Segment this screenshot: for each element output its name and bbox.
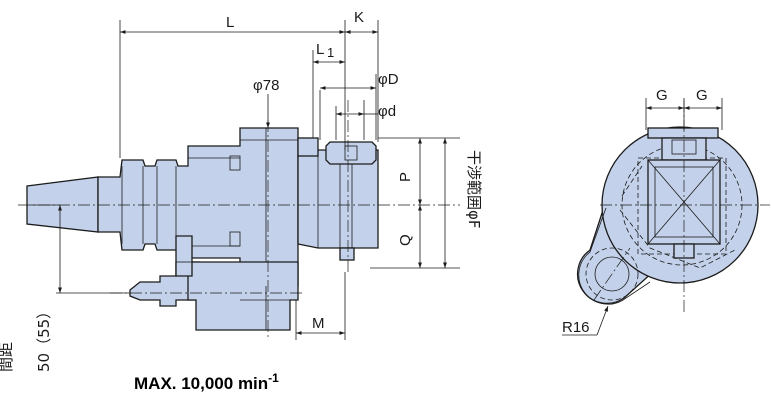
side-view: L K L 1 φ78 φD φd P Q 干渉範囲φF (0, 9, 483, 393)
interference-range-label: 干渉範囲φF (465, 150, 483, 229)
dim-P-label: P (397, 172, 414, 182)
dim-L-label: L (226, 14, 234, 31)
center-distance-label: 間距 (0, 342, 15, 372)
center-distance-value: 50（55） (35, 304, 53, 372)
dim-Q-label: Q (397, 234, 414, 246)
dim-M-label: M (312, 315, 325, 332)
dim-L1-label: L (316, 41, 324, 58)
dim-phid-label: φd (378, 103, 396, 120)
dim-phiD-label: φD (378, 71, 399, 88)
max-speed-text: MAX. 10,000 min-1 (134, 371, 279, 393)
taper-shank (26, 176, 99, 233)
dim-L1-subscript: 1 (327, 45, 334, 60)
dim-K-label: K (354, 9, 364, 26)
output-housing (297, 149, 379, 249)
dim-G-left-label: G (656, 87, 668, 104)
dim-phi78-label: φ78 (253, 77, 279, 94)
end-view: G G R16 (562, 87, 770, 336)
tool-nut (325, 141, 377, 165)
dim-R16-label: R16 (562, 319, 590, 336)
dim-G-right-label: G (696, 87, 708, 104)
